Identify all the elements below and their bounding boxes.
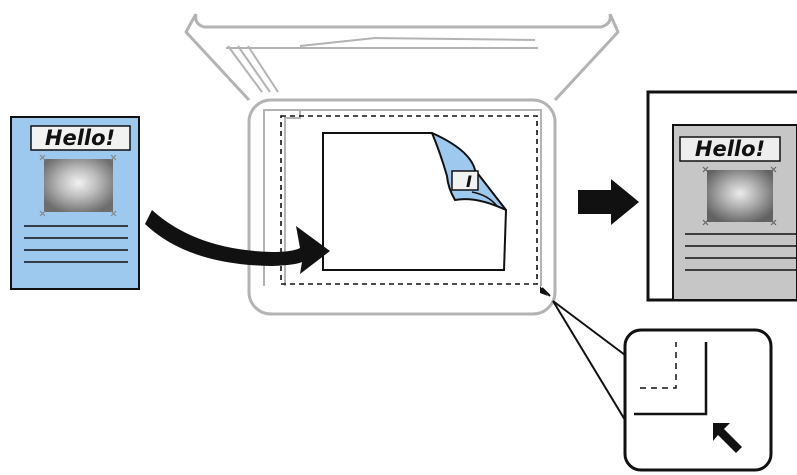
original-photo [44,159,113,212]
folded-corner-glyph: I [466,172,472,191]
scanned-result: Hello! [648,92,797,300]
scanned-heading: Hello! [695,137,765,161]
original-document: Hello! [11,117,139,289]
scanner: I [186,14,618,314]
zoom-callout [553,301,771,470]
zoom-box [625,330,771,470]
right-arrow-icon [578,179,639,225]
scanned-photo [707,170,773,222]
scanner-lid [186,14,618,100]
original-heading: Hello! [45,126,115,150]
